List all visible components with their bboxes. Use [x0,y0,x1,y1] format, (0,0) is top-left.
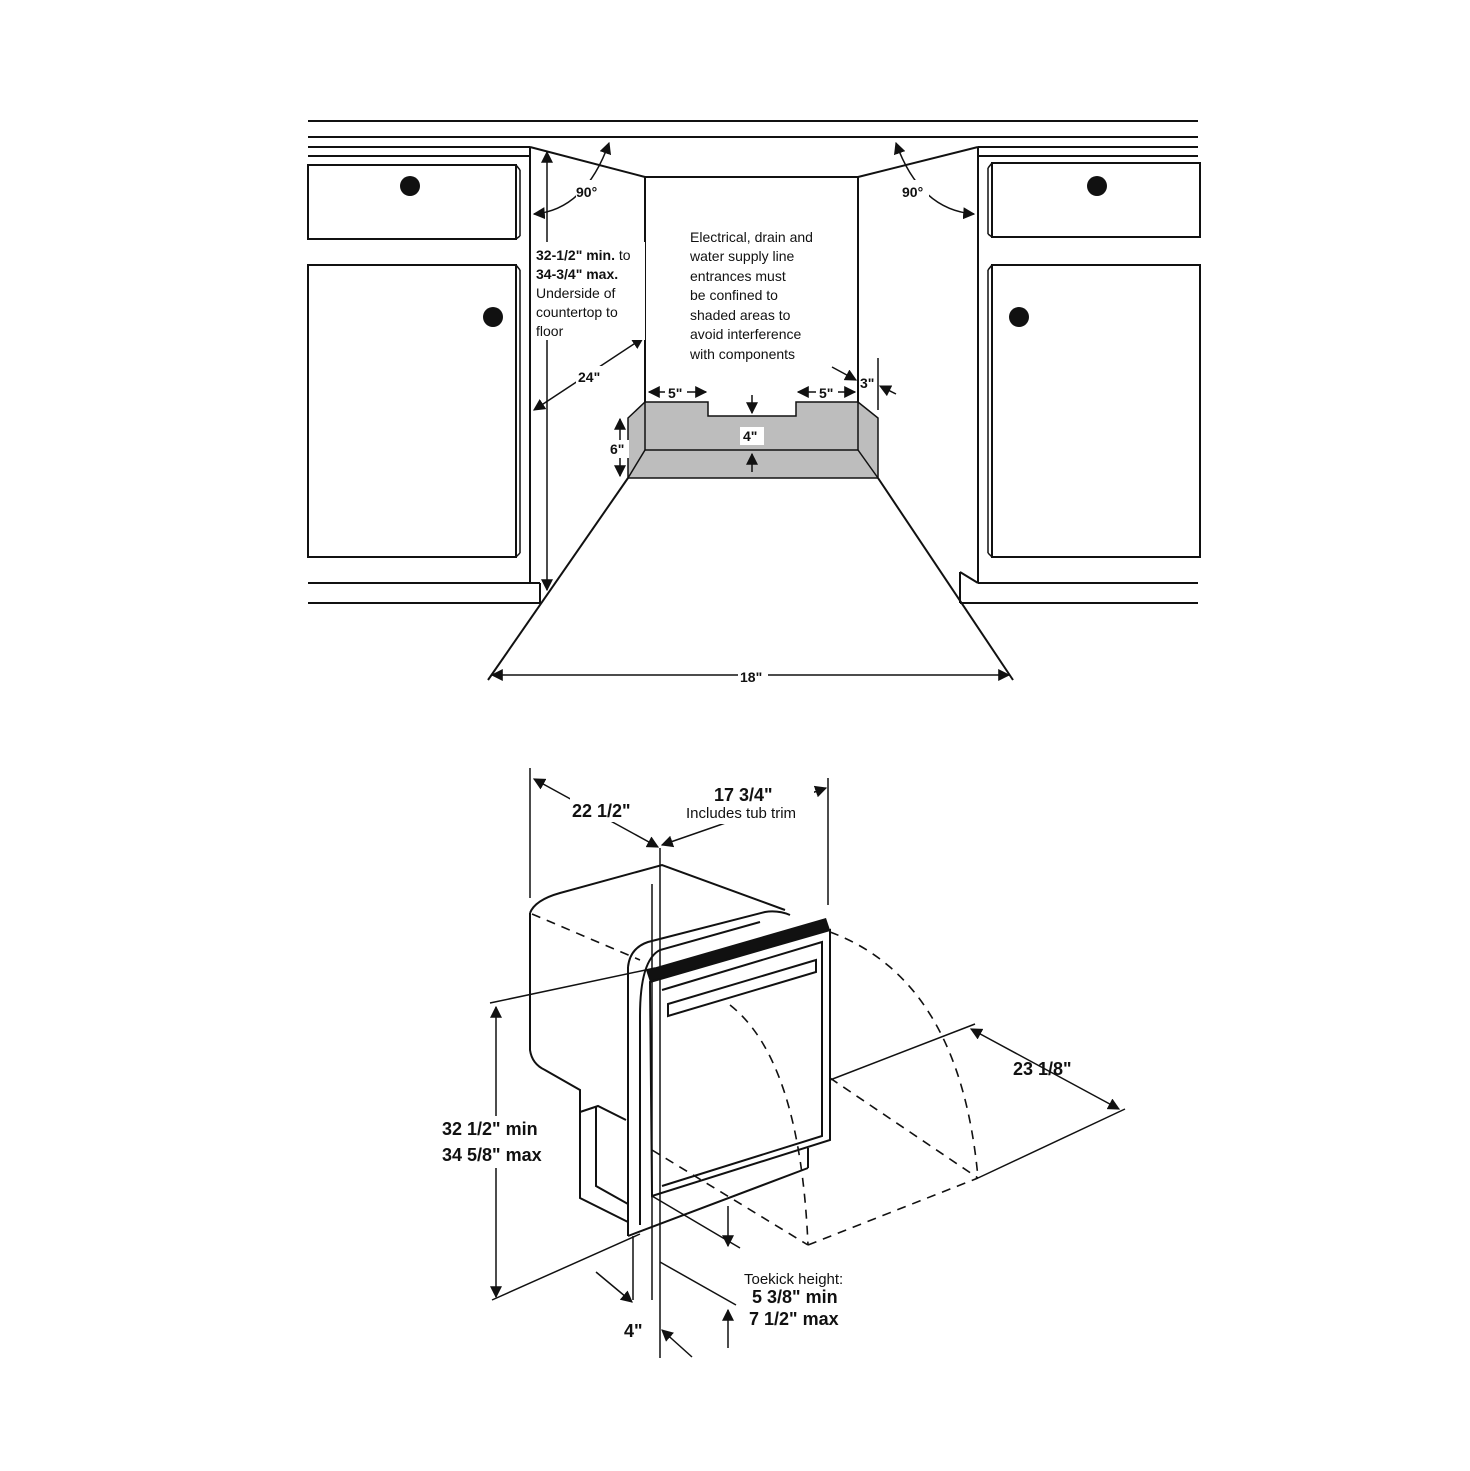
toekick-heading: Toekick height: [744,1271,843,1288]
dishwasher-body [529,863,809,1237]
labels-top: 90° 90° 32-1/2" min. to 34-3/4" max. Und… [533,180,929,685]
left-cabinet [307,147,541,604]
right-cabinet [959,147,1201,604]
center-height-label: 4" [743,428,757,444]
height-label-line3: Underside of [536,285,615,301]
toekick-depth-label: 4" [624,1321,643,1341]
appliance-height-max: 34 5/8" max [442,1145,542,1165]
door-swing-path [531,913,979,1246]
height-label-line5: floor [536,323,564,339]
toekick-max: 7 1/2" max [749,1309,839,1329]
side-offset-label: 3" [860,375,874,391]
dishwasher-door[interactable] [646,918,831,1198]
appliance-width-label: 17 3/4" [714,785,773,805]
left-drawer-knob [400,176,420,196]
depth-label: 24" [578,369,600,385]
cabinet-opening-view: 90° 90° 32-1/2" min. to 34-3/4" max. Und… [307,120,1201,685]
angle-right-label: 90° [902,184,923,200]
left-door [307,264,517,558]
extension-lines [489,768,1126,1358]
door-open-label: 23 1/8" [1013,1059,1072,1079]
note-line-2: water supply line [689,248,794,264]
right-drawer [991,162,1201,238]
note-line-6: avoid interference [690,326,802,342]
appliance-width-note: Includes tub trim [686,805,796,822]
height-label-line4: countertop to [536,304,618,320]
countertop [308,120,1198,157]
appliance-depth-label: 22 1/2" [572,801,631,821]
note-line-1: Electrical, drain and [690,229,813,245]
toekick-min: 5 3/8" min [752,1287,838,1307]
right-offset-label: 5" [819,385,833,401]
left-door-knob [483,307,503,327]
angle-left-label: 90° [576,184,597,200]
floor [487,477,1014,681]
left-drawer [307,164,517,240]
door-handle[interactable] [667,958,817,1018]
labels-bottom: 22 1/2" 17 3/4" Includes tub trim 23 1/8… [440,784,1072,1341]
right-drawer-knob [1087,176,1107,196]
height-label-line2: 34-3/4" max. [536,266,618,282]
shade-height-label: 6" [610,441,624,457]
right-door-knob [1009,307,1029,327]
width-label: 18" [740,669,762,685]
note-line-3: entrances must [690,268,786,284]
appliance-view: 22 1/2" 17 3/4" Includes tub trim 23 1/8… [440,768,1126,1358]
height-label-line1: 32-1/2" min. to [536,247,631,263]
left-offset-label: 5" [668,385,682,401]
note-line-4: be confined to [690,287,778,303]
note-line-5: shaded areas to [690,307,791,323]
note-line-7: with components [689,346,795,362]
appliance-height-min: 32 1/2" min [442,1119,538,1139]
dimension-lines-top [490,141,1011,681]
